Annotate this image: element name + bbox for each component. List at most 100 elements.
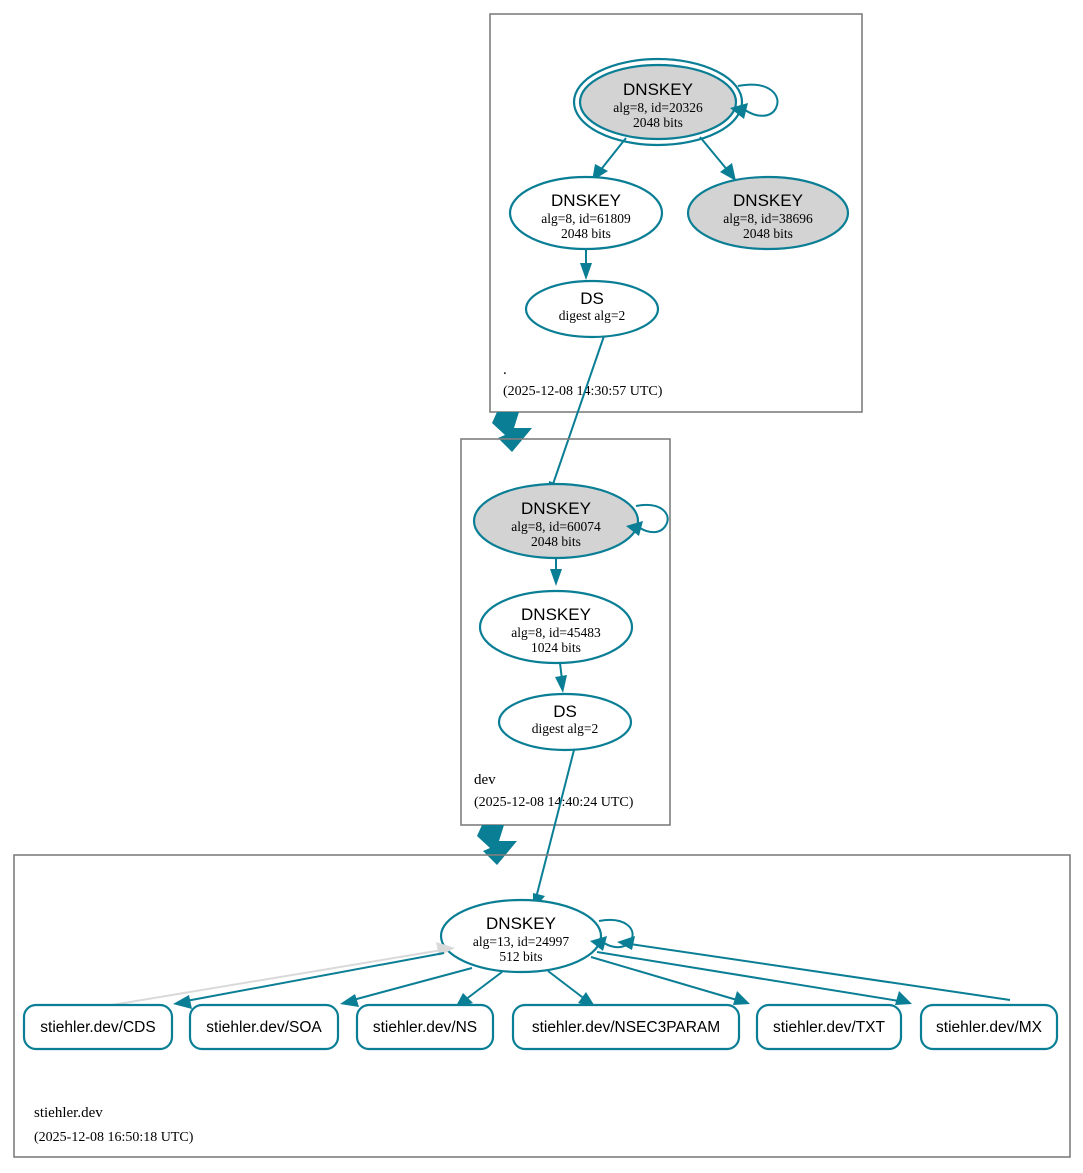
- trust-anchor-outer-ring: [572, 57, 744, 147]
- edge-root-zsk-to-ds: [580, 250, 592, 280]
- arrowhead-icon: [173, 995, 192, 1009]
- arrowhead-icon: [730, 103, 748, 119]
- edge-dnskey-to-ns: [455, 971, 503, 1008]
- node-subtitle-digest: digest alg=2: [559, 308, 625, 323]
- node-title: DNSKEY: [486, 914, 556, 933]
- rrset-mx[interactable]: stiehler.dev/MX: [919, 1003, 1059, 1051]
- edge-dev-ksk-self-sign: [626, 503, 669, 536]
- edge-root-ksk-to-ksk2: [699, 136, 736, 181]
- arrowhead-icon: [436, 942, 455, 956]
- arrowhead-icon: [340, 994, 359, 1007]
- node-subtitle-bits: 2048 bits: [633, 115, 683, 130]
- node-stiehler-key[interactable]: DNSKEY alg=13, id=24997 512 bits: [439, 898, 603, 974]
- dnskey-ellipse[interactable]: [686, 175, 850, 251]
- edge-dnskey-to-cds: [173, 952, 445, 1009]
- zone-timestamp-root: (2025-12-08 14:30:57 UTC): [503, 384, 663, 399]
- edge-dnskey-to-nsec3param: [547, 970, 596, 1008]
- rrset-label: stiehler.dev/NS: [373, 1019, 477, 1036]
- edge-dev-ds-to-stiehler-key: [533, 749, 575, 910]
- arrowhead-icon: [590, 936, 607, 951]
- zone-label-dev: dev: [474, 772, 496, 788]
- node-subtitle-bits: 1024 bits: [531, 640, 581, 655]
- rrset-box[interactable]: [355, 1003, 495, 1051]
- node-subtitle-bits: 2048 bits: [561, 226, 611, 241]
- zone-timestamp-stiehler: (2025-12-08 16:50:18 UTC): [34, 1130, 194, 1145]
- edge-dnskey-to-txt: [590, 956, 750, 1005]
- node-subtitle-alg: alg=8, id=45483: [511, 625, 601, 640]
- edge-root-ds-to-dev-ksk: [548, 335, 605, 499]
- node-title: DS: [580, 289, 604, 308]
- rrset-box[interactable]: [188, 1003, 340, 1051]
- dnskey-ellipse[interactable]: [439, 898, 603, 974]
- node-dev-zsk[interactable]: DNSKEY alg=8, id=45483 1024 bits: [478, 589, 634, 665]
- ds-ellipse[interactable]: [497, 692, 633, 752]
- dnskey-ellipse[interactable]: [478, 589, 634, 665]
- zone-label-stiehler: stiehler.dev: [34, 1105, 103, 1121]
- zone-box-root: [489, 13, 863, 413]
- zone-box-stiehler: [13, 854, 1071, 1158]
- edge-root-ksk-self-sign: [730, 83, 779, 119]
- node-root-ds[interactable]: DS digest alg=2: [524, 279, 660, 339]
- node-title: DNSKEY: [733, 191, 803, 210]
- arrowhead-icon: [895, 991, 912, 1005]
- arrowhead-icon: [555, 675, 567, 693]
- node-subtitle-alg: alg=8, id=20326: [613, 100, 703, 115]
- node-subtitle-alg: alg=8, id=61809: [541, 211, 631, 226]
- zone-group-dev: DNSKEY alg=8, id=60074 2048 bits DNSKEY …: [460, 438, 671, 826]
- node-subtitle-alg: alg=8, id=60074: [511, 519, 601, 534]
- node-title: DNSKEY: [623, 80, 693, 99]
- rrset-box[interactable]: [919, 1003, 1059, 1051]
- node-title: DNSKEY: [521, 605, 591, 624]
- arrowhead-icon: [550, 569, 562, 586]
- node-subtitle-bits: 2048 bits: [743, 226, 793, 241]
- node-root-ksk2[interactable]: DNSKEY alg=8, id=38696 2048 bits: [686, 175, 850, 251]
- node-dev-ksk[interactable]: DNSKEY alg=8, id=60074 2048 bits: [472, 482, 640, 560]
- edge-dnskey-to-mx: [596, 951, 912, 1005]
- rrset-box[interactable]: [22, 1003, 174, 1051]
- arrowhead-icon: [580, 263, 592, 280]
- rrset-box[interactable]: [755, 1003, 903, 1051]
- node-title: DNSKEY: [521, 499, 591, 518]
- node-subtitle-alg: alg=8, id=38696: [723, 211, 813, 226]
- node-title: DNSKEY: [551, 191, 621, 210]
- node-subtitle-digest: digest alg=2: [532, 721, 598, 736]
- arrowhead-icon: [626, 521, 643, 536]
- arrowhead-icon: [617, 936, 635, 950]
- rrset-label: stiehler.dev/CDS: [40, 1019, 155, 1036]
- rrset-soa[interactable]: stiehler.dev/SOA: [188, 1003, 340, 1051]
- rrset-label: stiehler.dev/MX: [936, 1019, 1043, 1036]
- delegation-arrow-dev-to-stiehler: [477, 825, 517, 865]
- node-subtitle-bits: 2048 bits: [531, 534, 581, 549]
- ds-ellipse[interactable]: [524, 279, 660, 339]
- zone-group-root: DNSKEY alg=8, id=20326 2048 bits DNSKEY …: [489, 13, 863, 413]
- rrset-label: stiehler.dev/TXT: [773, 1019, 886, 1036]
- edge-root-ksk-to-zsk: [592, 137, 627, 181]
- edge-mx-to-dnskey: [617, 936, 1011, 1001]
- node-subtitle-bits: 512 bits: [499, 949, 542, 964]
- delegation-arrow-root-to-dev: [492, 412, 532, 452]
- node-dev-ds[interactable]: DS digest alg=2: [497, 692, 633, 752]
- zone-group-stiehler: DNSKEY alg=13, id=24997 512 bits: [13, 854, 1071, 1158]
- dnskey-ellipse[interactable]: [578, 63, 738, 141]
- rrset-box[interactable]: [511, 1003, 741, 1051]
- rrset-label: stiehler.dev/NSEC3PARAM: [532, 1019, 720, 1036]
- zone-label-root: .: [503, 362, 507, 378]
- node-title: DS: [553, 702, 577, 721]
- arrowhead-icon: [733, 991, 750, 1005]
- zone-timestamp-dev: (2025-12-08 14:40:24 UTC): [474, 795, 634, 810]
- edge-dnskey-to-soa: [340, 967, 473, 1007]
- rrset-txt[interactable]: stiehler.dev/TXT: [755, 1003, 903, 1051]
- node-root-ksk[interactable]: DNSKEY alg=8, id=20326 2048 bits: [572, 57, 744, 147]
- arrowhead-icon: [720, 163, 736, 181]
- zone-box-dev: [460, 438, 671, 826]
- rrset-label: stiehler.dev/SOA: [206, 1019, 322, 1036]
- edge-dev-ksk-to-zsk: [550, 558, 562, 586]
- rrset-nsec3param[interactable]: stiehler.dev/NSEC3PARAM: [511, 1003, 741, 1051]
- node-root-zsk[interactable]: DNSKEY alg=8, id=61809 2048 bits: [508, 175, 664, 251]
- edge-dev-zsk-to-ds: [555, 662, 567, 693]
- rrset-cds[interactable]: stiehler.dev/CDS: [22, 1003, 174, 1051]
- node-subtitle-alg: alg=13, id=24997: [473, 934, 569, 949]
- dnskey-ellipse[interactable]: [508, 175, 664, 251]
- rrset-ns[interactable]: stiehler.dev/NS: [355, 1003, 495, 1051]
